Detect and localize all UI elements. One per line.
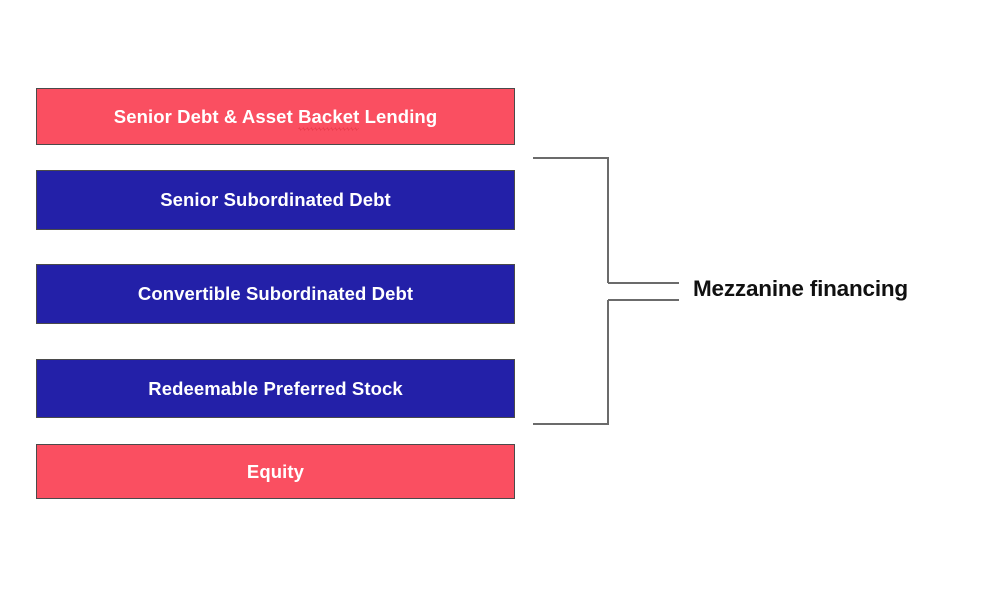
stack-bar-label: Senior Debt & Asset Backet Lending: [113, 105, 438, 132]
stack-bar-convertible-subordinated-debt[interactable]: Convertible Subordinated Debt: [36, 264, 515, 324]
bar-label-text-before: Senior Debt & Asset: [113, 105, 299, 127]
stack-bar-label: Redeemable Preferred Stock: [148, 377, 403, 399]
mezzanine-financing-label: Mezzanine financing: [693, 276, 908, 301]
bar-label-misspelled-word: Backet: [298, 105, 360, 132]
stack-bar-senior-subordinated-debt[interactable]: Senior Subordinated Debt: [36, 170, 515, 230]
stack-bar-redeemable-preferred-stock[interactable]: Redeemable Preferred Stock: [36, 359, 515, 418]
bracket-upper-path: [533, 157, 609, 283]
stack-bar-label: Equity: [246, 460, 305, 482]
stack-bar-label: Convertible Subordinated Debt: [137, 283, 414, 305]
bracket-lower-path: [533, 300, 609, 425]
stack-bar-label: Senior Subordinated Debt: [160, 189, 391, 211]
bar-label-text-after: Lending: [359, 105, 438, 127]
mezzanine-bracket-icon: [533, 157, 679, 425]
stack-bar-equity[interactable]: Equity: [36, 444, 515, 499]
stack-bar-senior-debt-asset-backet-lending[interactable]: Senior Debt & Asset Backet Lending: [36, 88, 515, 145]
